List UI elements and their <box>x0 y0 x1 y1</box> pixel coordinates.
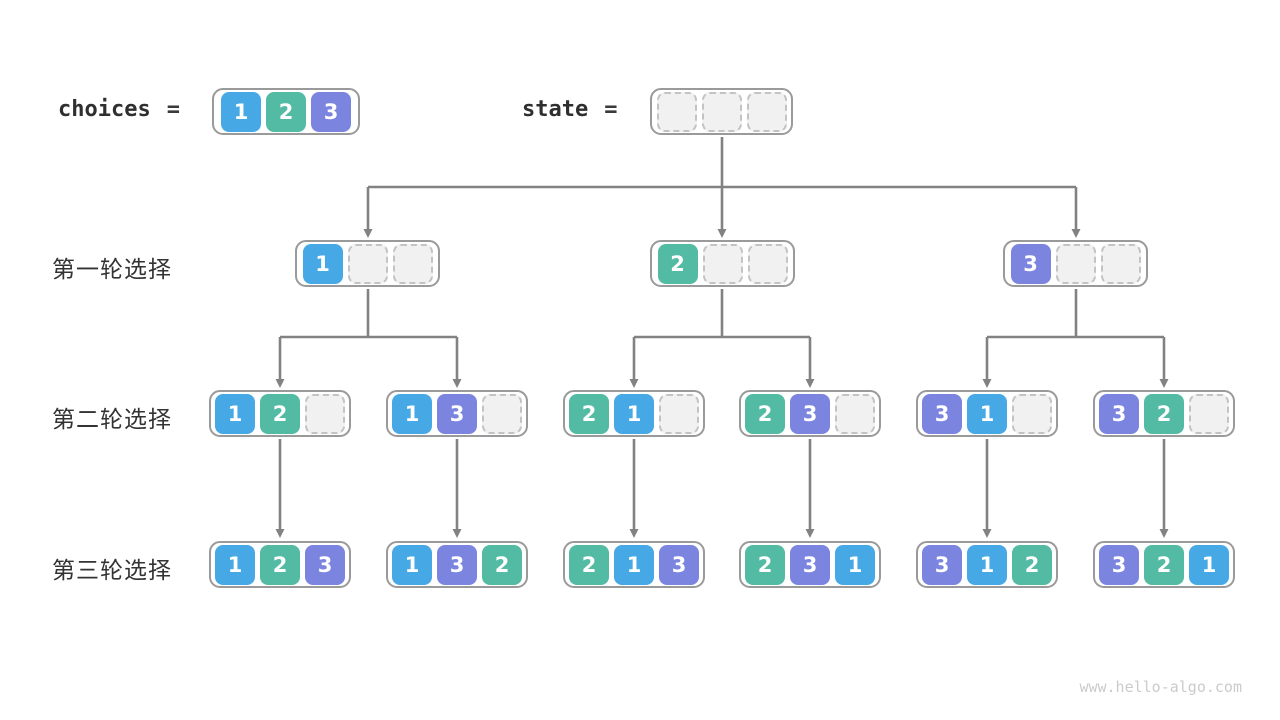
value-cell: 2 <box>569 544 609 585</box>
value-cell: 2 <box>569 393 609 434</box>
empty-slot <box>1012 393 1052 434</box>
watermark-text: www.hello-algo.com <box>1079 678 1242 696</box>
value-cell: 1 <box>967 544 1007 585</box>
value-cell: 3 <box>922 544 962 585</box>
empty-slot <box>835 393 875 434</box>
value-cell: 3 <box>1010 243 1051 284</box>
empty-slot <box>392 243 433 284</box>
empty-slot <box>305 393 345 434</box>
round-2-label: 第二轮选择 <box>52 406 172 432</box>
empty-slot <box>659 393 699 434</box>
value-cell: 2 <box>260 544 300 585</box>
value-cell: 1 <box>614 544 654 585</box>
empty-slot <box>482 393 522 434</box>
state-label: state = <box>522 97 617 122</box>
value-cell: 3 <box>1099 393 1139 434</box>
choices-label: choices = <box>58 97 180 122</box>
value-cell: 3 <box>790 544 830 585</box>
value-cell: 3 <box>790 393 830 434</box>
round-1-label: 第一轮选择 <box>52 256 172 282</box>
value-cell: 3 <box>659 544 699 585</box>
equals-sign: = <box>604 97 618 122</box>
choices-label-text: choices <box>58 97 151 122</box>
value-cell: 2 <box>745 544 785 585</box>
state-label-text: state <box>522 97 589 122</box>
empty-slot <box>1055 243 1096 284</box>
value-cell: 1 <box>835 544 875 585</box>
value-cell: 3 <box>437 544 477 585</box>
equals-sign: = <box>166 97 180 122</box>
value-cell: 1 <box>967 393 1007 434</box>
value-cell: 1 <box>392 393 432 434</box>
empty-slot <box>747 243 788 284</box>
value-cell: 3 <box>1099 544 1139 585</box>
empty-slot <box>702 243 743 284</box>
state-box-level1: 1 <box>295 240 440 287</box>
value-cell: 2 <box>657 243 698 284</box>
value-cell: 3 <box>922 393 962 434</box>
value-cell: 1 <box>392 544 432 585</box>
value-cell: 1 <box>1189 544 1229 585</box>
value-cell: 2 <box>1012 544 1052 585</box>
value-cell: 3 <box>437 393 477 434</box>
empty-slot <box>347 243 388 284</box>
value-cell: 2 <box>745 393 785 434</box>
value-cell: 1 <box>302 243 343 284</box>
empty-slot <box>1100 243 1141 284</box>
value-cell: 1 <box>215 544 255 585</box>
state-box-level1: 2 <box>650 240 795 287</box>
value-cell: 2 <box>1144 393 1184 434</box>
state-box-level1: 3 <box>1003 240 1148 287</box>
empty-slot <box>1189 393 1229 434</box>
value-cell: 2 <box>482 544 522 585</box>
empty-slot <box>746 91 787 132</box>
value-cell: 1 <box>221 91 261 132</box>
state-array-box <box>650 88 793 135</box>
empty-slot <box>656 91 697 132</box>
value-cell: 1 <box>215 393 255 434</box>
value-cell: 3 <box>305 544 345 585</box>
empty-slot <box>701 91 742 132</box>
value-cell: 3 <box>311 91 351 132</box>
value-cell: 2 <box>266 91 306 132</box>
value-cell: 2 <box>1144 544 1184 585</box>
value-cell: 2 <box>260 393 300 434</box>
value-cell: 1 <box>614 393 654 434</box>
round-3-label: 第三轮选择 <box>52 557 172 583</box>
